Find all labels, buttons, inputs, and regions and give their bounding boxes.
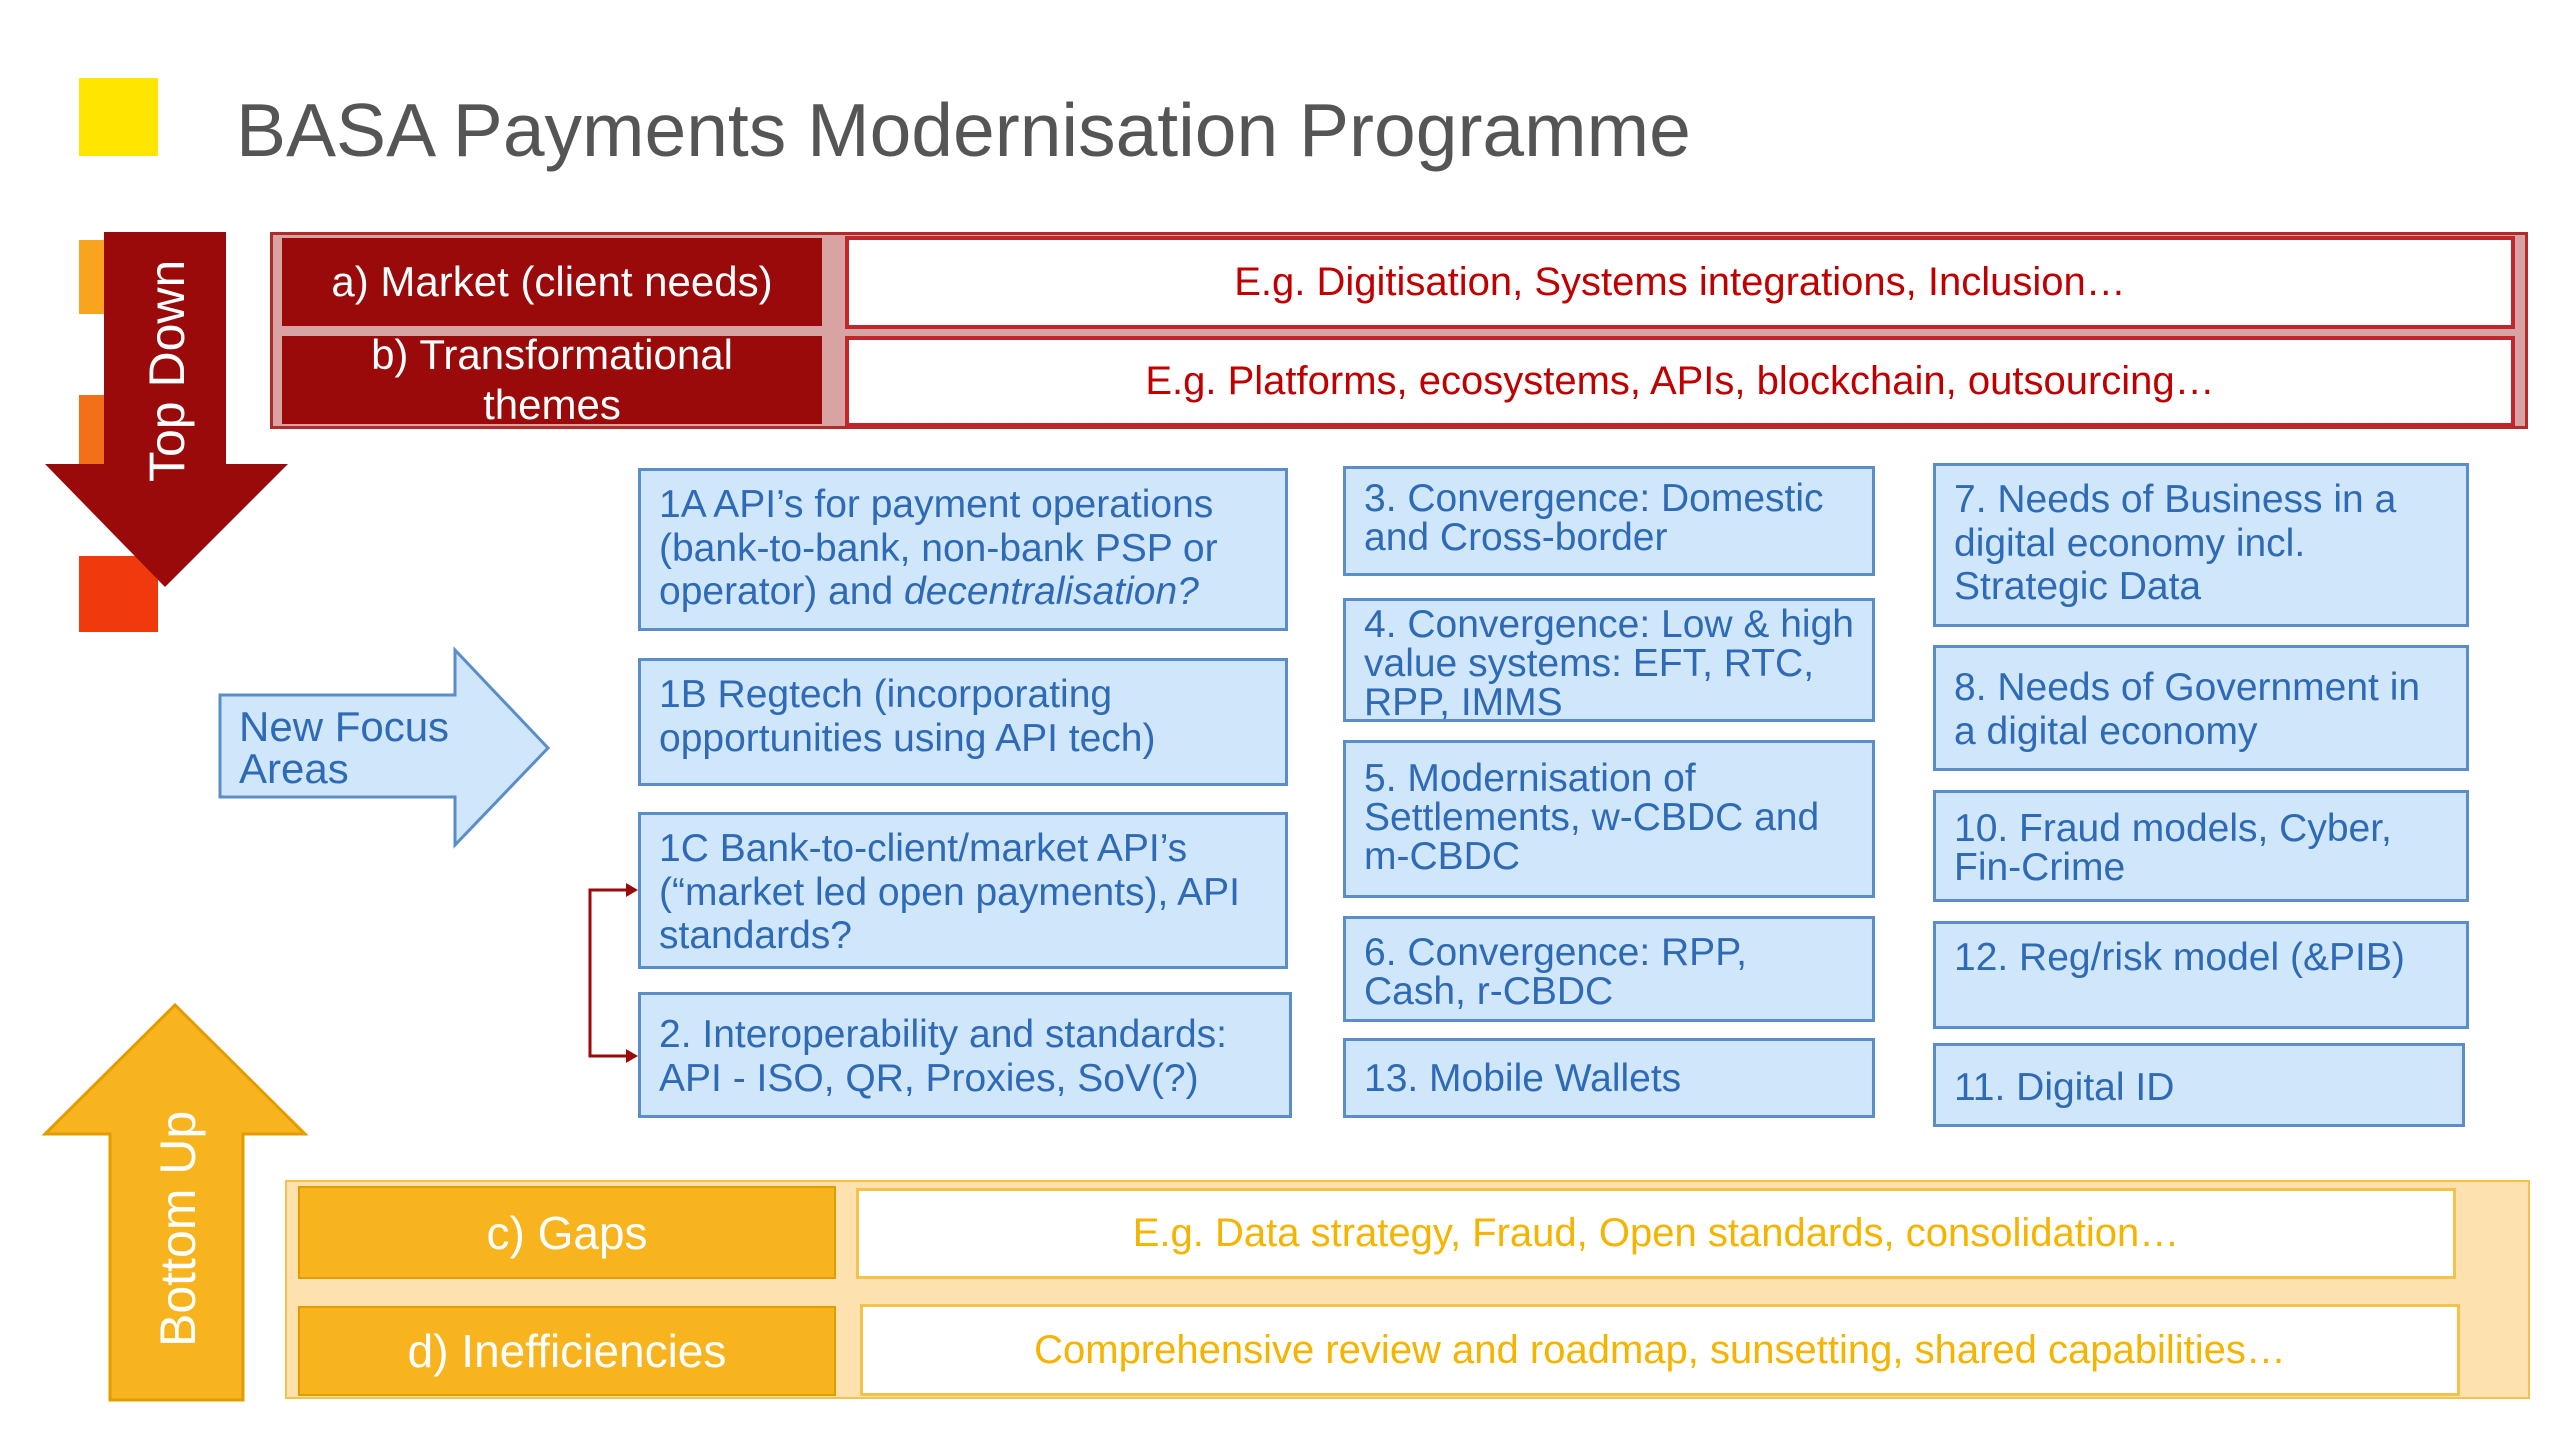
focus-1c-text: 1C Bank-to-client/market API’s (“market … (659, 827, 1240, 958)
gaps-example: E.g. Data strategy, Fraud, Open standard… (856, 1188, 2456, 1279)
focus-13-mobile-wallets: 13. Mobile Wallets (1343, 1038, 1875, 1118)
focus-1a-text: 1A API’s for payment operations (bank-to… (659, 483, 1218, 614)
focus-8-text: 8. Needs of Government in a digital econ… (1954, 666, 2421, 753)
focus-12-text: 12. Reg/risk model (&PIB) (1954, 936, 2405, 979)
focus-4-text: 4. Convergence: Low & high value systems… (1364, 603, 1854, 722)
focus-5-modernisation-settlements: 5. Modernisation of Settlements, w-CBDC … (1343, 740, 1875, 898)
top-down-arrow: Top Down (45, 232, 288, 587)
focus-7-text: 7. Needs of Business in a digital econom… (1954, 478, 2397, 609)
new-focus-arrow-line1: New Focus (239, 703, 449, 750)
new-focus-arrow-line2: Areas (239, 745, 349, 792)
focus-1c-bank-to-client-api: 1C Bank-to-client/market API’s (“market … (638, 812, 1288, 969)
focus-10-text: 10. Fraud models, Cyber, Fin-Crime (1954, 807, 2392, 889)
focus-3-convergence-domestic: 3. Convergence: Domestic and Cross-borde… (1343, 466, 1875, 576)
connector-1c-2 (588, 883, 638, 1063)
new-focus-arrow-shape (218, 646, 551, 849)
focus-2-interoperability: 2. Interoperability and standards: API -… (638, 992, 1292, 1118)
focus-1b-regtech: 1B Regtech (incorporating opportunities … (638, 658, 1288, 786)
focus-3-text: 3. Convergence: Domestic and Cross-borde… (1364, 477, 1824, 559)
focus-12-reg-risk-model: 12. Reg/risk model (&PIB) (1933, 921, 2469, 1029)
focus-1a-api-payment-operations: 1A API’s for payment operations (bank-to… (638, 468, 1288, 631)
market-label: a) Market (client needs) (282, 238, 822, 326)
focus-13-text: 13. Mobile Wallets (1364, 1057, 1682, 1100)
inefficiencies-label: d) Inefficiencies (298, 1306, 836, 1396)
focus-8-needs-of-government: 8. Needs of Government in a digital econ… (1933, 645, 2469, 771)
new-focus-arrow: New Focus Areas (218, 646, 551, 849)
bottom-up-arrow-shape (41, 1002, 309, 1402)
inefficiencies-example: Comprehensive review and roadmap, sunset… (860, 1304, 2460, 1396)
focus-7-needs-of-business: 7. Needs of Business in a digital econom… (1933, 463, 2469, 627)
focus-6-text: 6. Convergence: RPP, Cash, r-CBDC (1364, 931, 1748, 1013)
bottom-up-arrow: Bottom Up (41, 1002, 309, 1402)
focus-11-text: 11. Digital ID (1954, 1066, 2175, 1109)
top-down-arrow-label: Top Down (139, 260, 195, 482)
focus-5-text: 5. Modernisation of Settlements, w-CBDC … (1364, 757, 1820, 878)
focus-1a-emphasis: decentralisation? (904, 570, 1199, 614)
focus-4-convergence-low-high: 4. Convergence: Low & high value systems… (1343, 598, 1875, 722)
transformational-label: b) Transformational themes (282, 331, 822, 428)
gaps-label: c) Gaps (298, 1186, 836, 1279)
focus-10-fraud-models: 10. Fraud models, Cyber, Fin-Crime (1933, 790, 2469, 902)
page-title: BASA Payments Modernisation Programme (236, 88, 1691, 172)
transformational-example: E.g. Platforms, ecosystems, APIs, blockc… (845, 336, 2515, 427)
market-example: E.g. Digitisation, Systems integrations,… (845, 236, 2515, 329)
focus-11-digital-id: 11. Digital ID (1933, 1043, 2465, 1127)
title-logo-square (79, 78, 158, 156)
side-tab-red-orange (79, 556, 158, 632)
focus-6-convergence-rpp-cash: 6. Convergence: RPP, Cash, r-CBDC (1343, 916, 1875, 1022)
focus-2-text: 2. Interoperability and standards: API -… (659, 1013, 1228, 1100)
top-down-arrow-shape (45, 232, 288, 587)
focus-1b-text: 1B Regtech (incorporating opportunities … (659, 673, 1156, 760)
bottom-up-arrow-label: Bottom Up (150, 1111, 206, 1347)
